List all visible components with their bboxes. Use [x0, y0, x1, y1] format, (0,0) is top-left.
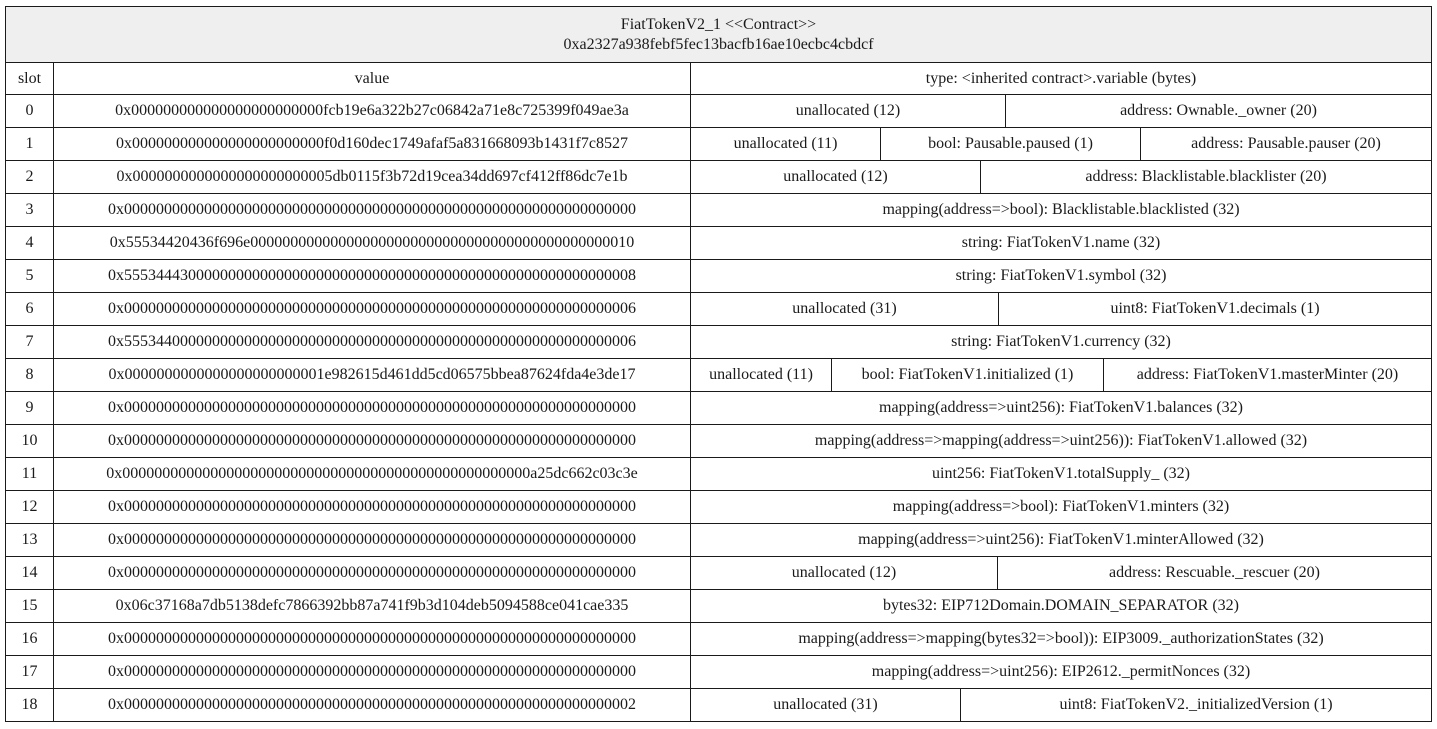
slot-cell: 5 [6, 260, 54, 292]
slot-cell: 17 [6, 656, 54, 688]
type-cell: uint256: FiatTokenV1.totalSupply_ (32) [932, 465, 1190, 482]
value-cell: 0x000000000000000000000000f0d160dec1749a… [54, 128, 691, 160]
type-cell: address: Rescuable._rescuer (20) [1108, 564, 1321, 581]
type-cell: unallocated (12) [691, 161, 981, 193]
slot-cell: 4 [6, 227, 54, 259]
contract-title: FiatTokenV2_1 <<Contract>> 0xa2327a938fe… [6, 7, 1431, 63]
slot-cell: 3 [6, 194, 54, 226]
contract-address: 0xa2327a938febf5fec13bacfb16ae10ecbc4cbd… [563, 35, 874, 53]
type-cell: address: FiatTokenV1.masterMinter (20) [1136, 366, 1399, 383]
type-cell: unallocated (31) [691, 293, 999, 325]
type-cell: mapping(address=>uint256): FiatTokenV1.m… [858, 531, 1264, 548]
value-cell: 0x00000000000000000000000000000000000000… [54, 689, 691, 721]
type-cell: mapping(address=>bool): FiatTokenV1.mint… [892, 498, 1230, 515]
slot-cell: 18 [6, 689, 54, 721]
type-cell: mapping(address=>mapping(address=>uint25… [814, 432, 1308, 449]
type-cell: unallocated (31) [691, 689, 961, 721]
value-cell: 0x55534400000000000000000000000000000000… [54, 326, 691, 358]
value-cell: 0x00000000000000000000000000000000000000… [54, 194, 691, 226]
value-cell: 0x00000000000000000000000000000000000000… [54, 392, 691, 424]
value-cell: 0x00000000000000000000000000000000000000… [54, 425, 691, 457]
value-cell: 0x0000000000000000000000005db0115f3b72d1… [54, 161, 691, 193]
type-cell: bytes32: EIP712Domain.DOMAIN_SEPARATOR (… [882, 597, 1239, 614]
slot-cell: 6 [6, 293, 54, 325]
slot-cell: 1 [6, 128, 54, 160]
header-type: type: <inherited contract>.variable (byt… [925, 69, 1197, 87]
value-cell: 0x0000000000000000000000001e982615d461dd… [54, 359, 691, 391]
slot-cell: 14 [6, 557, 54, 589]
value-cell: 0x55534443000000000000000000000000000000… [54, 260, 691, 292]
type-cell: address: Ownable._owner (20) [1120, 102, 1317, 119]
type-cell: address: Pausable.pauser (20) [1191, 135, 1381, 152]
value-cell: 0x06c37168a7db5138defc7866392bb87a741f9b… [54, 590, 691, 622]
header-value: value [54, 63, 691, 94]
slot-cell: 0 [6, 95, 54, 127]
slot-cell: 11 [6, 458, 54, 490]
contract-name: FiatTokenV2_1 <<Contract>> [620, 15, 817, 33]
value-cell: 0x00000000000000000000000000000000000000… [54, 656, 691, 688]
value-cell: 0x00000000000000000000000000000000000000… [54, 623, 691, 655]
type-cell: uint8: FiatTokenV1.decimals (1) [1110, 300, 1320, 317]
type-cell: address: Blacklistable.blacklister (20) [1085, 168, 1327, 185]
value-cell: 0x00000000000000000000000000000000000000… [54, 293, 691, 325]
type-cell: mapping(address=>uint256): FiatTokenV1.b… [879, 399, 1243, 416]
type-cell: string: FiatTokenV1.name (32) [961, 234, 1161, 251]
header-slot: slot [6, 63, 54, 94]
value-cell: 0x00000000000000000000000000000000000000… [54, 524, 691, 556]
type-cell: string: FiatTokenV1.symbol (32) [955, 267, 1167, 284]
type-cell: mapping(address=>mapping(bytes32=>bool))… [798, 630, 1324, 647]
type-cell: mapping(address=>bool): Blacklistable.bl… [882, 201, 1240, 218]
slot-cell: 10 [6, 425, 54, 457]
type-cell: uint8: FiatTokenV2._initializedVersion (… [1059, 696, 1333, 713]
type-cell: unallocated (11) [691, 128, 881, 160]
type-cell: mapping(address=>uint256): EIP2612._perm… [871, 663, 1251, 680]
value-cell: 0x000000000000000000000000fcb19e6a322b27… [54, 95, 691, 127]
type-cell: unallocated (12) [691, 557, 998, 589]
type-cell: string: FiatTokenV1.currency (32) [951, 333, 1171, 350]
value-cell: 0x55534420436f696e0000000000000000000000… [54, 227, 691, 259]
type-cell: bool: Pausable.paused (1) [881, 128, 1141, 160]
value-cell: 0x00000000000000000000000000000000000000… [54, 557, 691, 589]
value-cell: 0x00000000000000000000000000000000000000… [54, 458, 691, 490]
slot-cell: 13 [6, 524, 54, 556]
header-row: slot value type: <inherited contract>.va… [6, 63, 1431, 95]
slot-cell: 12 [6, 491, 54, 523]
type-cell: unallocated (11) [691, 359, 832, 391]
slot-cell: 16 [6, 623, 54, 655]
slot-cell: 9 [6, 392, 54, 424]
slot-cell: 2 [6, 161, 54, 193]
type-cell: unallocated (12) [691, 95, 1006, 127]
value-cell: 0x00000000000000000000000000000000000000… [54, 491, 691, 523]
slot-cell: 8 [6, 359, 54, 391]
slot-cell: 7 [6, 326, 54, 358]
slot-cell: 15 [6, 590, 54, 622]
type-cell: bool: FiatTokenV1.initialized (1) [832, 359, 1104, 391]
storage-layout-table: FiatTokenV2_1 <<Contract>> 0xa2327a938fe… [5, 6, 1432, 722]
